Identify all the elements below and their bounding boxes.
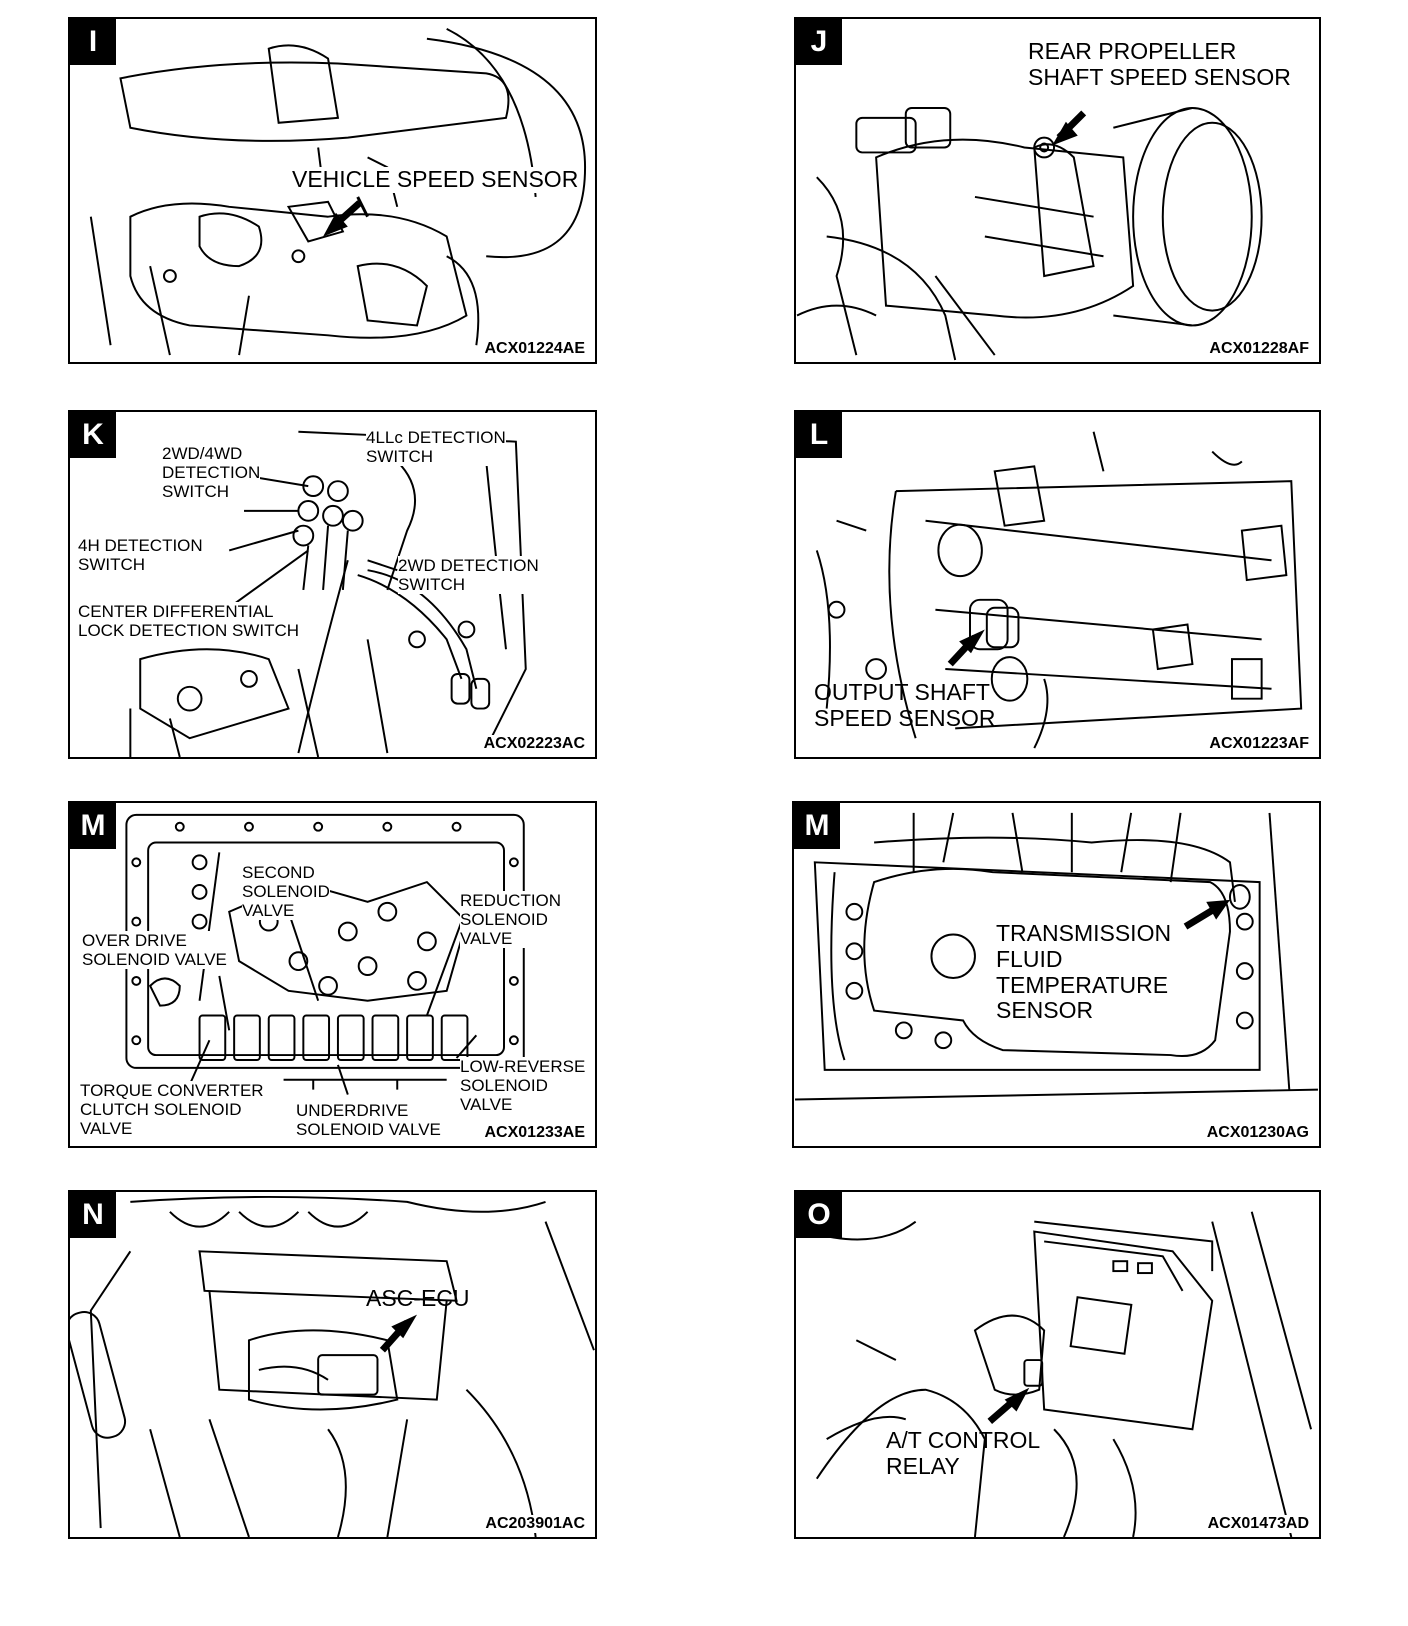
panel-i: I VEHICLE SPEED SENSOR ACX01224AE xyxy=(68,17,597,364)
panel-l: L OUTPUT SHAFT SPEED SENSOR ACX01223AF xyxy=(794,410,1321,759)
fluid-temperature-sensor-illustration xyxy=(795,812,1318,1101)
2wd-detection-switch-label: 2WD DETECTION SWITCH xyxy=(398,556,539,595)
transmission-fluid-temperature-sensor-label: TRANSMISSION FLUID TEMPERATURE SENSOR xyxy=(996,920,1172,1024)
panel-letter: I xyxy=(70,19,116,65)
output-shaft-speed-sensor-illustration xyxy=(815,431,1303,749)
figure-code: ACX01224AE xyxy=(482,340,587,358)
second-solenoid-valve-label: SECOND SOLENOID VALVE xyxy=(242,863,330,921)
reduction-solenoid-valve-label: REDUCTION SOLENOID VALVE xyxy=(460,891,562,949)
panel-m-fluid-temp: M TRANSMISSION FLUID TEMPERATURE SENSOR … xyxy=(792,801,1321,1148)
rear-propeller-shaft-speed-sensor-label: REAR PROPELLER SHAFT SPEED SENSOR xyxy=(1028,38,1291,91)
4llc-detection-switch-label: 4LLc DETECTION SWITCH xyxy=(366,428,506,467)
over-drive-solenoid-valve-label: OVER DRIVE SOLENOID VALVE xyxy=(82,931,227,970)
figure-code: ACX01473AD xyxy=(1205,1515,1311,1533)
panel-letter: M xyxy=(70,803,116,849)
panel-j: J REAR PROPELLER SHAFT SPEED SENSOR ACX0… xyxy=(794,17,1321,364)
panel-letter: M xyxy=(794,803,840,849)
figure-code: ACX01228AF xyxy=(1207,340,1311,358)
panel-k: K 2WD/4WD DETECTION SWITCH 4LLc DETECTIO… xyxy=(68,410,597,759)
panel-n: N ASC-ECU AC203901AC xyxy=(68,1190,597,1539)
figure-code: ACX02223AC xyxy=(481,735,587,753)
at-control-relay-illustration xyxy=(806,1211,1313,1537)
vehicle-speed-sensor-label: VEHICLE SPEED SENSOR xyxy=(292,166,579,193)
center-differential-lock-detection-switch-label: CENTER DIFFERENTIAL LOCK DETECTION SWITC… xyxy=(78,602,300,641)
underdrive-solenoid-valve-label: UNDERDRIVE SOLENOID VALVE xyxy=(296,1101,441,1140)
vehicle-speed-sensor-illustration xyxy=(89,28,587,356)
torque-converter-clutch-solenoid-valve-label: TORQUE CONVERTER CLUTCH SOLENOID VALVE xyxy=(80,1081,264,1139)
figure-code: AC203901AC xyxy=(483,1515,587,1533)
at-control-relay-label: A/T CONTROL RELAY xyxy=(886,1427,1041,1479)
panel-m-solenoids: M SECOND SOLENOID VALVE REDUCTION SOLENO… xyxy=(68,801,597,1148)
panel-letter: N xyxy=(70,1192,116,1238)
asc-ecu-label: ASC-ECU xyxy=(366,1285,470,1311)
panel-letter: J xyxy=(796,19,842,65)
4h-detection-switch-label: 4H DETECTION SWITCH xyxy=(78,536,203,575)
panel-letter: K xyxy=(70,412,116,458)
asc-ecu-illustration xyxy=(70,1195,595,1537)
figure-code: ACX01230AG xyxy=(1204,1124,1311,1142)
panel-o: O A/T CONTROL RELAY ACX01473AD xyxy=(794,1190,1321,1539)
figure-code: ACX01233AE xyxy=(482,1124,587,1142)
output-shaft-speed-sensor-label: OUTPUT SHAFT SPEED SENSOR xyxy=(814,679,996,731)
panel-letter: O xyxy=(796,1192,842,1238)
low-reverse-solenoid-valve-label: LOW-REVERSE SOLENOID VALVE xyxy=(460,1057,586,1115)
figure-code: ACX01223AF xyxy=(1207,735,1311,753)
rear-propeller-shaft-speed-sensor-illustration xyxy=(796,106,1263,361)
panel-letter: L xyxy=(796,412,842,458)
2wd-4wd-detection-switch-label: 2WD/4WD DETECTION SWITCH xyxy=(162,444,261,502)
